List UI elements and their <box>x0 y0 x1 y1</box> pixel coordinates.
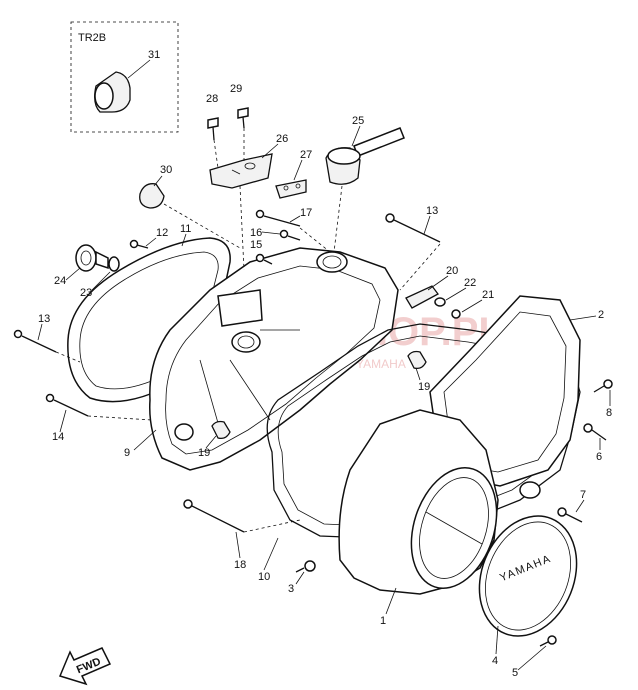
callout-1: 1 <box>380 615 386 627</box>
bracket-26-part <box>209 153 273 189</box>
bolt-13-right-part <box>385 213 441 243</box>
callout-8: 8 <box>606 407 612 419</box>
callout-13-right: 13 <box>426 205 438 217</box>
callout-23: 23 <box>80 287 92 299</box>
callout-2: 2 <box>598 309 604 321</box>
callout-15: 15 <box>250 239 262 251</box>
screw-29-part <box>237 107 249 129</box>
plate-27-part <box>275 179 307 199</box>
crankcase-cover-part <box>149 247 399 471</box>
callout-17: 17 <box>300 207 312 219</box>
callout-19-left: 19 <box>198 447 210 459</box>
cap-30-part <box>139 183 165 209</box>
callout-7: 7 <box>580 489 586 501</box>
screw-28-part <box>207 117 219 141</box>
callout-26: 26 <box>276 133 288 145</box>
screw-8-part <box>593 379 613 393</box>
screw-15-part <box>255 253 273 265</box>
bolt-18-part <box>183 499 245 533</box>
shaft-25-part <box>325 127 405 185</box>
screw-12-part <box>129 239 149 249</box>
bracket-20-part <box>405 285 439 309</box>
callout-31: 31 <box>148 49 160 61</box>
callout-25: 25 <box>352 115 364 127</box>
callout-22: 22 <box>464 277 476 289</box>
fwd-arrow-icon: FWD <box>58 647 112 686</box>
callout-20: 20 <box>446 265 458 277</box>
callout-13-left: 13 <box>38 313 50 325</box>
callout-30: 30 <box>160 164 172 176</box>
callout-12: 12 <box>156 227 168 239</box>
callout-29: 29 <box>230 83 242 95</box>
inset-box: TR2B 31 <box>70 21 179 133</box>
round-cover-part: YAMAHA <box>478 515 578 637</box>
bolt-16-part <box>279 229 301 241</box>
callout-18: 18 <box>234 559 246 571</box>
callout-3: 3 <box>288 583 294 595</box>
screw-7-part <box>557 507 583 523</box>
screw-3-part <box>295 560 316 573</box>
callout-21: 21 <box>482 289 494 301</box>
dowel-19-left-part <box>211 420 231 440</box>
screw-5-part <box>539 635 557 647</box>
drain-plug-part <box>75 244 120 272</box>
screw-21-part <box>451 309 461 319</box>
bolt-17-part <box>255 209 301 227</box>
callout-14: 14 <box>52 431 64 443</box>
callout-16: 16 <box>250 227 262 239</box>
callout-27: 27 <box>300 149 312 161</box>
callout-6: 6 <box>596 451 602 463</box>
callout-28: 28 <box>206 93 218 105</box>
callout-19-right: 19 <box>418 381 430 393</box>
inset-label: TR2B <box>78 32 106 44</box>
callout-9: 9 <box>124 447 130 459</box>
screw-6-part <box>583 423 607 441</box>
magneto-cover-part <box>338 409 499 595</box>
dowel-19-right-part <box>407 350 427 370</box>
callout-11: 11 <box>180 223 191 235</box>
callout-5: 5 <box>512 667 518 679</box>
callout-24: 24 <box>54 275 66 287</box>
callout-4: 4 <box>492 655 498 667</box>
bolt-14-part <box>45 393 89 417</box>
callout-10: 10 <box>258 571 270 583</box>
washer-22-part <box>434 297 446 307</box>
bolt-13-left-part <box>13 329 81 363</box>
bushing-face <box>94 82 114 110</box>
